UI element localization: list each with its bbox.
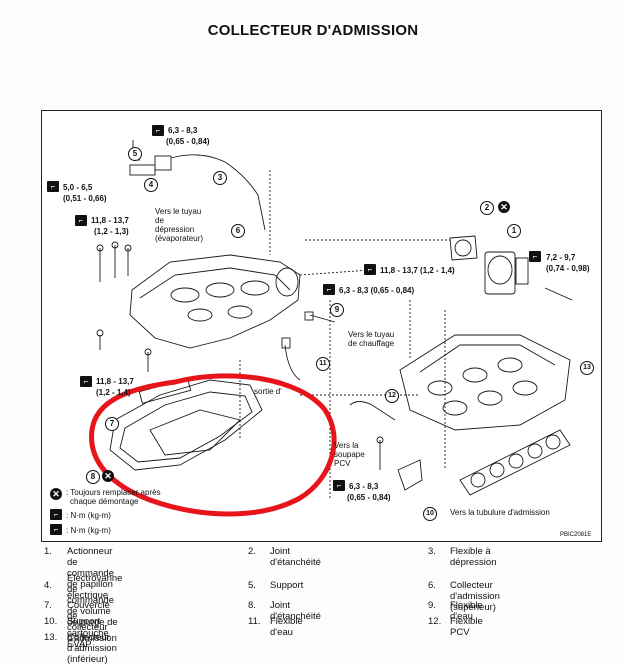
wrench-torque-icon: ⌐ (80, 376, 92, 387)
legend-item: 6. (428, 580, 436, 591)
callout-7: 7 (105, 417, 119, 431)
torque-label: (1,2 - 1,3) (94, 227, 129, 236)
legend-item: 1. (44, 546, 52, 557)
torque-label: 6,3 - 8,3 (0,65 - 0,84) (339, 286, 415, 295)
diagram-code: PBIC2081E (560, 532, 592, 538)
key-torque-1: : N·m (kg-m) (66, 511, 111, 520)
legend-item: Collecteur d'admission (supérieur) (450, 580, 500, 613)
torque-label: 11,8 - 13,7 (91, 216, 129, 225)
legend-item: 9. (428, 600, 436, 611)
wrench-torque-icon: ⌐ (47, 181, 59, 192)
torque-label: 5,0 - 6,5 (63, 183, 93, 192)
callout-11: 11 (316, 357, 330, 371)
torque-label: 6,3 - 8,3 (349, 482, 379, 491)
note-intake-tube: Vers la tubulure d'admission (450, 508, 550, 517)
legend-item: 11. (248, 616, 261, 627)
legend-item: Joint d'étanchéité (270, 600, 321, 622)
key-torque-2: : N·m (kg-m) (66, 526, 111, 535)
wrench-torque-icon: ⌐ (364, 264, 376, 275)
torque-label: 7,2 - 9,7 (546, 253, 576, 262)
replace-x-icon: ✕ (102, 470, 114, 482)
replace-x-icon: ✕ (50, 488, 62, 500)
torque-label: 11,8 - 13,7 (96, 377, 134, 386)
callout-2: 2 (480, 201, 494, 215)
exploded-diagram (89, 140, 573, 517)
legend-item: 8. (248, 600, 256, 611)
legend-item: 7. (44, 600, 52, 611)
legend-item: 10. (44, 616, 58, 627)
callout-13: 13 (580, 361, 594, 375)
legend-item: Couvercle de collecteur d'admission (67, 600, 117, 644)
lower-manifold (399, 334, 571, 431)
wrench-torque-icon: ⌐ (50, 509, 62, 520)
legend-item: 3. (428, 546, 436, 557)
callout-1: 1 (507, 224, 521, 238)
callout-12: 12 (385, 389, 399, 403)
torque-label: 11,8 - 13,7 (1,2 - 1,4) (380, 266, 455, 275)
legend-item: Flexible à dépression (450, 546, 497, 568)
wrench-torque-icon: ⌐ (50, 524, 62, 535)
callout-8: 8 (86, 470, 100, 484)
wrench-torque-icon: ⌐ (333, 480, 345, 491)
wrench-torque-icon: ⌐ (529, 251, 541, 262)
legend-item: 5. (248, 580, 256, 591)
note-outlet: sortie d' (254, 387, 282, 396)
legend-item: Support (67, 616, 101, 627)
wrench-torque-icon: ⌐ (152, 125, 164, 136)
wrench-torque-icon: ⌐ (323, 284, 335, 295)
callout-4: 4 (144, 178, 158, 192)
torque-label: 6,3 - 8,3 (168, 126, 198, 135)
torque-label: (0,65 - 0,84) (166, 137, 210, 146)
legend-item: Flexible d'eau (270, 616, 303, 638)
torque-label: (0,74 - 0,98) (546, 264, 590, 273)
legend-item: Joint d'étanchéité (270, 546, 321, 568)
bolts-upper (96, 241, 152, 372)
legend-item: Support (270, 580, 304, 591)
legend-item: 12. (428, 616, 442, 627)
legend-item: Flexible d'eau (450, 600, 483, 622)
torque-label: (0,51 - 0,66) (63, 194, 107, 203)
replace-x-icon: ✕ (498, 201, 510, 213)
upper-manifold (129, 254, 301, 349)
callout-10: 10 (423, 507, 437, 521)
callout-6: 6 (231, 224, 245, 238)
legend-item: 4. (44, 580, 52, 591)
torque-label: (0,65 - 0,84) (347, 493, 391, 502)
callout-9: 9 (330, 303, 344, 317)
legend-item: Flexible PCV (450, 616, 483, 638)
torque-label: (1,2 - 1,4) (96, 388, 131, 397)
page-title: COLLECTEUR D'ADMISSION (207, 22, 419, 39)
legend-item: Collecteur d'admission (inférieur) (67, 632, 117, 665)
legend-item: 2. (248, 546, 256, 557)
callout-3: 3 (213, 171, 227, 185)
legend-item: 13. (44, 632, 58, 643)
wrench-torque-icon: ⌐ (75, 215, 87, 226)
callout-5: 5 (128, 147, 142, 161)
red-highlight-circle (89, 373, 337, 517)
